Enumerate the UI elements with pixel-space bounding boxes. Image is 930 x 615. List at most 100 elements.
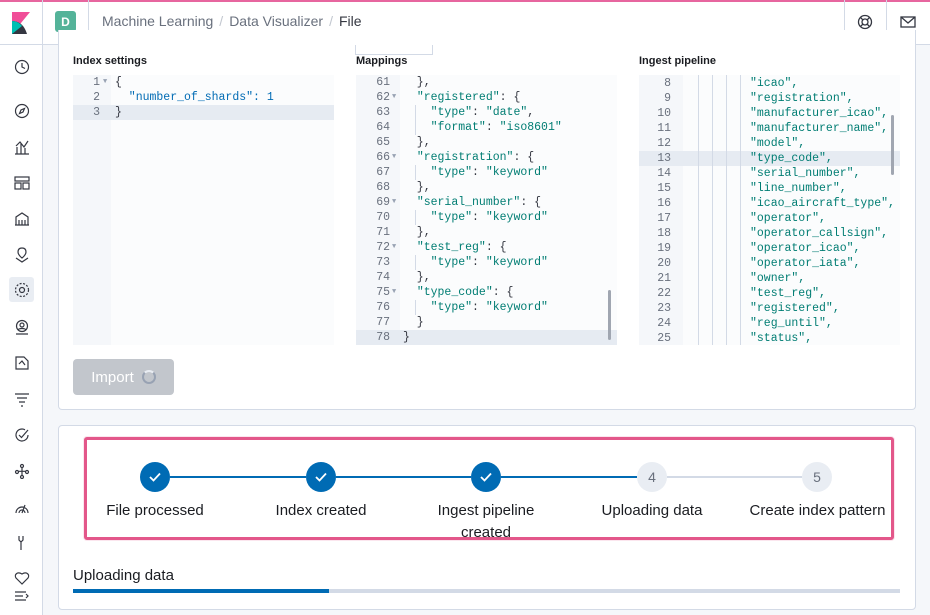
dashboard-icon[interactable] [9, 170, 34, 195]
dev-tools-icon[interactable] [9, 530, 34, 555]
progress-title: Uploading data [73, 567, 174, 584]
fold-arrow-icon[interactable]: ▼ [392, 198, 397, 206]
step-1-label: File processed [106, 502, 204, 519]
canvas-icon[interactable] [9, 206, 34, 231]
header-divider [886, 0, 887, 44]
active-line [356, 330, 617, 345]
active-line [639, 151, 900, 166]
code-line: "serial_number": { [416, 196, 542, 209]
line-number: 16 [657, 197, 671, 210]
import-button[interactable]: Import [73, 359, 174, 395]
fold-arrow-icon[interactable]: ▼ [392, 153, 397, 161]
code-line: "model", [750, 137, 806, 150]
line-number: 77 [376, 316, 390, 329]
code-line: "type": "date", [430, 106, 535, 119]
step-connector [170, 476, 306, 478]
code-line: "registration": { [416, 151, 535, 164]
step-1-check-icon [140, 462, 170, 492]
code-line: "registration", [750, 92, 854, 105]
maps-icon[interactable] [9, 242, 34, 267]
step-5-label: Create index pattern [749, 502, 886, 519]
line-number: 24 [657, 317, 671, 330]
code-line: "test_reg", [750, 287, 826, 300]
editor-gutter [356, 75, 400, 345]
editor-gutter [639, 75, 683, 345]
mappings-editor[interactable]: 61 },62▼ "registered": {63 "type": "date… [356, 75, 617, 345]
line-number: 75 [376, 286, 390, 299]
line-number: 68 [376, 181, 390, 194]
line-number: 25 [657, 332, 671, 345]
indent-guide [740, 75, 741, 345]
editor-scrollbar[interactable] [608, 290, 611, 340]
line-number: 22 [657, 287, 671, 300]
code-line: "registered": { [416, 91, 521, 104]
indent-guide [415, 255, 416, 270]
fold-arrow-icon[interactable]: ▼ [392, 243, 397, 251]
monitoring-icon[interactable] [9, 494, 34, 519]
code-line: { [115, 76, 122, 89]
code-line: "type": "keyword" [430, 166, 548, 179]
visualize-icon[interactable] [9, 134, 34, 159]
editor-content [111, 75, 334, 345]
logs-icon[interactable] [9, 350, 34, 375]
breadcrumb-data-visualizer[interactable]: Data Visualizer [229, 13, 324, 29]
editor-scrollbar[interactable] [891, 115, 894, 175]
line-number: 2 [93, 91, 100, 104]
index-settings-editor[interactable]: 1 ▼ 2 3 { "number_of_shards": 1 } [73, 75, 334, 345]
infrastructure-icon[interactable] [9, 314, 34, 339]
step-3-label: Ingest pipeline created [437, 502, 535, 541]
help-icon[interactable] [854, 11, 876, 33]
code-line: "operator_iata", [750, 257, 861, 270]
code-line: "type": "keyword" [430, 256, 548, 269]
line-number: 15 [657, 182, 671, 195]
ingest-pipeline-editor[interactable]: 8"icao",9"registration",10"manufacturer_… [639, 75, 900, 345]
line-number: 23 [657, 302, 671, 315]
step-connector [501, 476, 637, 478]
code-line: }, [403, 136, 431, 149]
code-line: "icao", [750, 77, 799, 90]
heart-icon[interactable] [9, 565, 34, 590]
line-number: 70 [376, 211, 390, 224]
code-line: "type_code": { [416, 286, 514, 299]
line-number: 62 [376, 91, 390, 104]
clock-icon[interactable] [9, 54, 34, 79]
apm-icon[interactable] [9, 386, 34, 411]
code-line: } [403, 331, 410, 344]
line-number: 78 [376, 331, 390, 344]
uptime-icon[interactable] [9, 422, 34, 447]
line-number: 67 [376, 166, 390, 179]
line-number: 65 [376, 136, 390, 149]
top-accent-line [0, 0, 930, 2]
indent-guide [415, 210, 416, 225]
editor-gutter [73, 75, 111, 345]
compass-icon[interactable] [9, 98, 34, 123]
breadcrumb-machine-learning[interactable]: Machine Learning [102, 13, 214, 29]
code-line: } [115, 106, 122, 119]
breadcrumb-file: File [338, 13, 362, 29]
mail-icon[interactable] [897, 11, 919, 33]
graph-icon[interactable] [9, 458, 34, 483]
line-number: 10 [657, 107, 671, 120]
code-line: "format": "iso8601" [430, 121, 562, 134]
code-line: }, [403, 226, 431, 239]
header-divider [844, 0, 845, 44]
editor-content [400, 75, 617, 345]
indent-guide [712, 75, 713, 345]
ingest-pipeline-title: Ingest pipeline [639, 55, 717, 67]
code-line: "type_code", [750, 152, 833, 165]
fold-arrow-icon[interactable]: ▼ [392, 288, 397, 296]
code-line: "manufacturer_icao", [750, 107, 889, 120]
fold-arrow-icon[interactable]: ▼ [392, 93, 397, 101]
line-number: 9 [664, 92, 671, 105]
ml-icon[interactable] [9, 277, 34, 302]
loading-spinner-icon [141, 370, 156, 384]
fold-arrow-icon[interactable]: ▼ [103, 78, 108, 86]
line-number: 74 [376, 271, 390, 284]
kibana-logo[interactable] [0, 0, 43, 45]
line-number: 64 [376, 121, 390, 134]
collapse-menu-icon[interactable] [9, 583, 34, 608]
code-line: "owner", [750, 272, 806, 285]
line-number: 61 [376, 76, 390, 89]
line-number: 69 [376, 196, 390, 209]
space-avatar[interactable]: D [55, 11, 76, 32]
